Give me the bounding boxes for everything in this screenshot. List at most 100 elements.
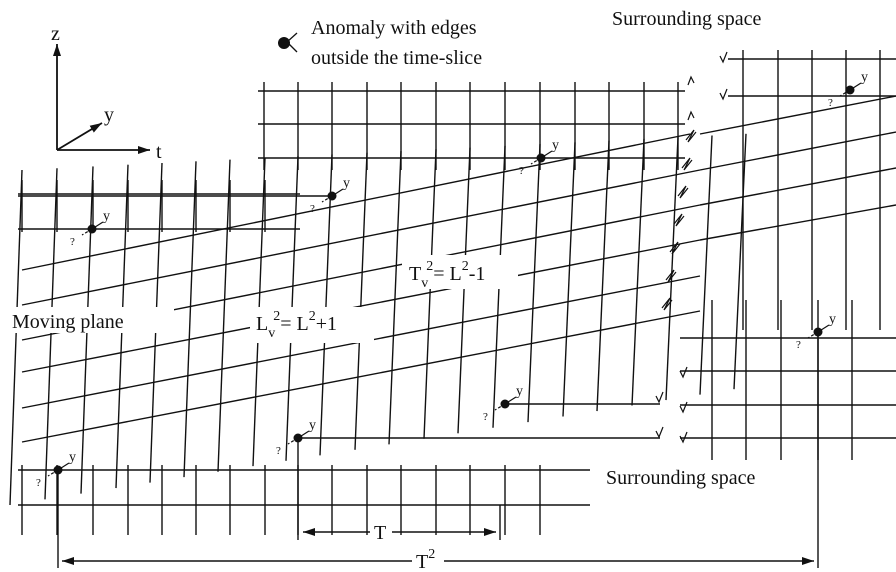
grid-line [699,167,896,206]
grid-line [21,169,701,306]
break-mark [719,51,728,64]
grid-line [354,152,368,450]
grid-line [527,144,541,423]
anomaly-unknown-label: ? [36,477,41,489]
axis-y-label: y [104,104,114,126]
break-mark [661,297,673,311]
break-mark [687,110,695,121]
surrounding-space-bottom-label: Surrounding space [606,467,756,489]
anomaly-y-label: y [103,209,110,224]
grid-line [21,310,701,443]
dimension-T-label: T [374,522,386,544]
anomaly-edge-unknown [321,195,333,203]
anomaly-y-label: y [829,312,836,327]
anomaly-marker: y? [483,384,523,423]
dimension-T-squared-label: T2 [416,547,435,572]
anomaly-marker: y? [519,138,559,177]
anomaly-y-label: y [516,384,523,399]
break-mark [665,269,677,283]
break-mark [719,88,728,101]
anomaly-y-label: y [309,418,316,433]
anomaly-edge-unknown [47,469,59,477]
grid-line [9,169,23,506]
break-mark [655,426,664,439]
length-equation: Lv2= L2+1 [256,309,337,341]
anomaly-unknown-label: ? [519,165,524,177]
surrounding-space-top-label: Surrounding space [612,8,762,30]
grid-line [699,95,896,135]
grid-line [388,151,402,445]
dimension-T-squared [57,332,819,568]
dimension-T [297,438,501,540]
anomaly-edge-unknown [81,228,93,236]
anomaly-y-label: y [69,450,76,465]
anomaly-unknown-label: ? [828,97,833,109]
anomaly-marker: y? [276,418,316,457]
axis-t-label: t [156,141,162,163]
anomaly-unknown-label: ? [796,339,801,351]
legend-anomaly-icon [278,32,298,53]
grid-line [699,131,896,171]
anomaly-edge-y [297,430,310,439]
anomaly-edge-y [504,396,517,405]
grid-line [596,140,610,412]
grid-line [183,161,197,478]
legend-text-line1: Anomaly with edges [311,17,477,39]
left-block-grid [18,180,300,232]
grid-line [217,159,231,472]
break-mark [669,241,681,255]
anomaly-marker: y? [828,70,868,109]
anomaly-edge-unknown [494,403,506,411]
grid-line [21,133,691,271]
grid-line [699,204,896,241]
break-mark [679,401,688,414]
break-marks [655,51,728,444]
break-mark [655,391,664,404]
anomaly-marker: y? [310,176,350,215]
anomaly-edge-y [57,462,70,471]
grid-line [423,149,437,439]
moving-plane-label: Moving plane [12,311,124,333]
break-mark [677,185,689,199]
anomaly-edge-y [331,188,344,197]
axes [53,44,150,154]
axis-z-label: z [51,23,60,45]
anomaly-y-label: y [552,138,559,153]
top-block-grid [18,82,685,197]
time-dilation-equation: Tv2= L2-1 [409,259,485,291]
anomaly-markers: y?y?y?y?y?y?y?y? [36,70,868,489]
anomaly-y-label: y [343,176,350,191]
grid-line [733,133,747,390]
anomaly-unknown-label: ? [276,445,281,457]
anomaly-marker: y? [796,312,836,351]
legend-text-line2: outside the time-slice [311,47,482,69]
anomaly-edge-y [817,324,830,333]
grid-line [665,137,679,401]
break-mark [685,129,697,143]
anomaly-edge-y [849,82,862,91]
break-mark [673,213,685,227]
anomaly-edge-unknown [287,437,299,445]
grid-line [319,154,333,456]
break-mark [687,75,695,86]
break-mark [679,366,688,379]
grid-line [699,135,713,395]
anomaly-marker: y? [70,209,110,248]
anomaly-edge-unknown [530,157,542,165]
break-mark [681,157,693,171]
grid-line [457,147,471,434]
anomaly-edge-unknown [807,331,819,339]
grid-line [631,138,645,406]
axis-y-line [56,122,103,151]
break-mark [679,431,688,444]
anomaly-unknown-label: ? [483,411,488,423]
surrounding-space-top-grid [728,50,896,330]
anomaly-unknown-label: ? [310,203,315,215]
anomaly-edge-y [540,150,553,159]
anomaly-edge-unknown [839,89,851,97]
surrounding-space-bottom-grid [680,300,896,460]
anomaly-unknown-label: ? [70,236,75,248]
anomaly-edge-y [91,221,104,230]
anomaly-y-label: y [861,70,868,85]
